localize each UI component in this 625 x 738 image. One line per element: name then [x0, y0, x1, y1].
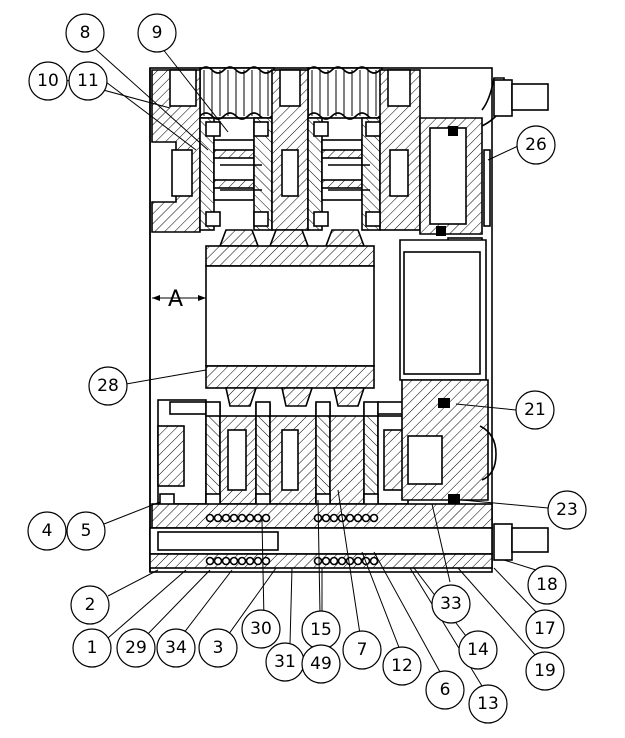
callout-34: 34 [156, 628, 196, 668]
callout-1-label: 1 [87, 638, 98, 658]
right-housing [399, 77, 505, 504]
callout-9-label: 9 [152, 23, 163, 43]
callout-2: 2 [70, 585, 110, 625]
callout-5: 5 [66, 511, 106, 551]
callout-30: 30 [241, 609, 281, 649]
callout-34-label: 34 [165, 638, 187, 658]
top-spring-right [307, 66, 383, 120]
upper-splines [218, 229, 366, 247]
callout-15-label: 15 [310, 620, 332, 640]
callout-49-label: 49 [310, 654, 332, 674]
callout-7-label: 7 [357, 640, 368, 660]
callout-26-label: 26 [525, 135, 547, 155]
callout-14: 14 [458, 630, 498, 670]
callout-9: 9 [137, 13, 177, 53]
callout-11-label: 11 [77, 71, 99, 91]
callout-6: 6 [425, 670, 465, 710]
callout-4-label: 4 [42, 521, 53, 541]
callout-33: 33 [431, 584, 471, 624]
callout-33-label: 33 [440, 594, 462, 614]
callout-23: 23 [547, 490, 587, 530]
hub [205, 245, 375, 389]
callout-19-label: 19 [534, 661, 556, 681]
callout-14-label: 14 [467, 640, 489, 660]
callout-28: 28 [88, 366, 128, 406]
callout-8: 8 [65, 13, 105, 53]
callout-13-label: 13 [477, 694, 499, 714]
callout-18: 18 [527, 565, 567, 605]
dimension-a: A [152, 287, 206, 312]
callout-26: 26 [516, 125, 556, 165]
callout-15: 15 [301, 610, 341, 650]
callout-17-label: 17 [534, 619, 556, 639]
callout-28-label: 28 [97, 376, 119, 396]
callout-7: 7 [342, 630, 382, 670]
callout-17: 17 [525, 609, 565, 649]
callout-29-label: 29 [125, 638, 147, 658]
upper-left-block [151, 69, 201, 233]
dimension-label: A [168, 287, 183, 312]
callout-5-label: 5 [81, 521, 92, 541]
callout-21: 21 [515, 390, 555, 430]
callout-11: 11 [68, 61, 108, 101]
callout-31-label: 31 [274, 652, 296, 672]
leader-lines [65, 45, 549, 687]
callout-12: 12 [382, 646, 422, 686]
callout-49: 49 [301, 644, 341, 684]
callout-13: 13 [468, 684, 508, 724]
callout-31: 31 [265, 642, 305, 682]
callout-30-label: 30 [250, 619, 272, 639]
callout-12-label: 12 [391, 656, 413, 676]
callout-18-label: 18 [536, 575, 558, 595]
upper-bolts [205, 121, 381, 227]
lower-splines [225, 387, 366, 407]
callout-3-label: 3 [213, 638, 224, 658]
callout-29: 29 [116, 628, 156, 668]
callout-19: 19 [525, 651, 565, 691]
callout-21-label: 21 [524, 400, 546, 420]
callout-4: 4 [27, 511, 67, 551]
callout-8-label: 8 [80, 23, 91, 43]
bearing-balls-bottom [205, 556, 379, 566]
top-stud [493, 79, 549, 117]
callout-23-label: 23 [556, 500, 578, 520]
callout-2-label: 2 [85, 595, 96, 615]
callout-10: 10 [28, 61, 68, 101]
callout-1: 1 [72, 628, 112, 668]
callout-3: 3 [198, 628, 238, 668]
bottom-shaft [149, 503, 549, 569]
callout-10-label: 10 [37, 71, 59, 91]
callout-6-label: 6 [440, 680, 451, 700]
